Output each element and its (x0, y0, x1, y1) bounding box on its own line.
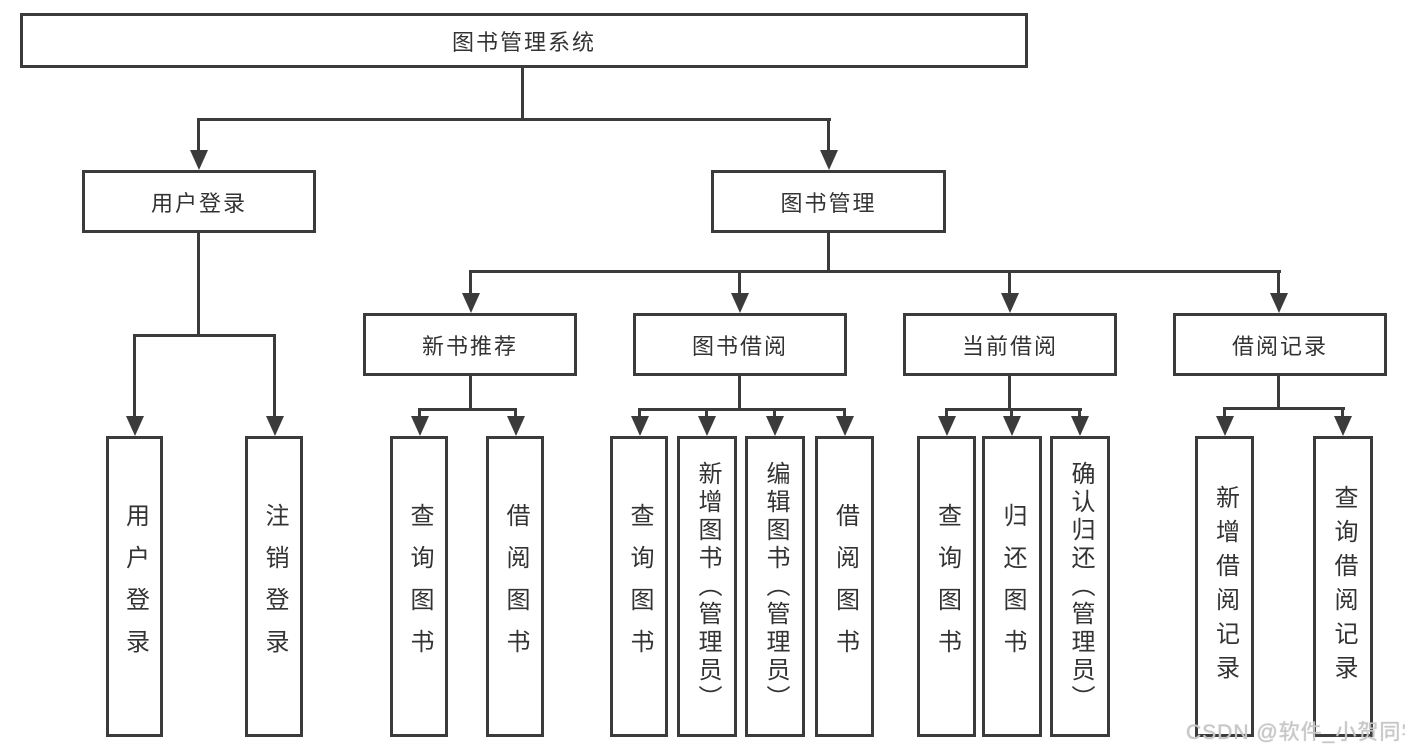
connector-arrow (638, 408, 641, 416)
connector-line (469, 376, 472, 411)
leaf-current-query-books-label: 查询图书 (933, 502, 961, 671)
leaf-borrowing-borrow-books-label: 借阅图书 (831, 502, 859, 671)
connector-arrow (827, 118, 830, 150)
connector-line (638, 408, 846, 411)
connector-arrow (514, 408, 517, 416)
node-new-book-recommend: 新书推荐 (363, 313, 577, 376)
connector-line (418, 408, 517, 411)
node-current-borrowing-label: 当前借阅 (961, 333, 1058, 359)
connector-line (1008, 376, 1011, 411)
node-user-login: 用户登录 (82, 170, 316, 233)
node-book-management: 图书管理 (711, 170, 946, 233)
leaf-newrec-query-books: 查询图书 (390, 436, 448, 737)
connector-line (1277, 376, 1280, 410)
leaf-records-add-record: 新增借阅记录 (1195, 436, 1254, 737)
connector-arrow (1008, 270, 1011, 293)
connector-arrow (1341, 407, 1344, 416)
leaf-borrowing-query-books: 查询图书 (610, 436, 668, 737)
connector-arrow (843, 408, 846, 416)
connector-line (521, 68, 524, 119)
connector-arrow (418, 408, 421, 416)
leaf-current-query-books: 查询图书 (917, 436, 976, 737)
leaf-records-query-record: 查询借阅记录 (1313, 436, 1373, 737)
connector-line (827, 233, 830, 273)
connector-arrow (1223, 407, 1226, 416)
node-current-borrowing: 当前借阅 (903, 313, 1117, 376)
leaf-borrowing-add-books-admin-label: 新增图书（管理员） (694, 460, 721, 713)
node-new-book-recommend-label: 新书推荐 (421, 333, 518, 359)
leaf-records-query-record-label: 查询借阅记录 (1330, 484, 1357, 689)
connector-arrow (1078, 408, 1081, 416)
leaf-records-add-record-label: 新增借阅记录 (1211, 484, 1239, 689)
node-borrowing-records-label: 借阅记录 (1231, 333, 1328, 359)
node-book-borrowing-label: 图书借阅 (691, 333, 788, 359)
connector-line (1223, 407, 1345, 410)
leaf-borrowing-borrow-books: 借阅图书 (815, 436, 874, 737)
connector-line (133, 334, 276, 337)
leaf-current-return-books-label: 归还图书 (999, 502, 1026, 671)
node-user-login-label: 用户登录 (150, 190, 247, 216)
leaf-user-login-label: 用户登录 (121, 502, 149, 671)
connector-arrow (773, 408, 776, 416)
csdn-watermark: CSDN @软件_小贺同学 (1186, 721, 1405, 744)
connector-arrow (197, 118, 200, 150)
connector-arrow (133, 334, 136, 416)
leaf-logout: 注销登录 (245, 436, 303, 737)
leaf-newrec-borrow-books-label: 借阅图书 (502, 502, 529, 671)
connector-line (469, 270, 1281, 273)
connector-arrow (1010, 408, 1013, 416)
leaf-current-return-books: 归还图书 (982, 436, 1042, 737)
connector-arrow (738, 270, 741, 293)
node-book-management-label: 图书管理 (780, 190, 877, 216)
leaf-borrowing-edit-books-admin-label: 编辑图书（管理员） (762, 460, 789, 713)
connector-line (945, 408, 1082, 411)
leaf-borrowing-add-books-admin: 新增图书（管理员） (677, 436, 737, 737)
leaf-current-confirm-return-admin-label: 确认归还（管理员） (1067, 460, 1094, 713)
node-book-borrowing: 图书借阅 (633, 313, 847, 376)
leaf-user-login: 用户登录 (106, 436, 163, 737)
connector-arrow (705, 408, 708, 416)
node-root-label: 图书管理系统 (451, 29, 596, 55)
leaf-logout-label: 注销登录 (261, 502, 288, 671)
connector-arrow (945, 408, 948, 416)
connector-arrow (273, 334, 276, 416)
connector-line (738, 376, 741, 411)
node-root: 图书管理系统 (20, 13, 1028, 68)
leaf-borrowing-query-books-label: 查询图书 (626, 502, 653, 671)
connector-line (197, 233, 200, 335)
leaf-newrec-query-books-label: 查询图书 (406, 502, 433, 671)
connector-line (197, 118, 831, 121)
node-borrowing-records: 借阅记录 (1173, 313, 1387, 376)
connector-arrow (469, 270, 472, 293)
leaf-newrec-borrow-books: 借阅图书 (486, 436, 544, 737)
leaf-current-confirm-return-admin: 确认归还（管理员） (1050, 436, 1110, 737)
connector-arrow (1277, 270, 1280, 293)
leaf-borrowing-edit-books-admin: 编辑图书（管理员） (745, 436, 805, 737)
